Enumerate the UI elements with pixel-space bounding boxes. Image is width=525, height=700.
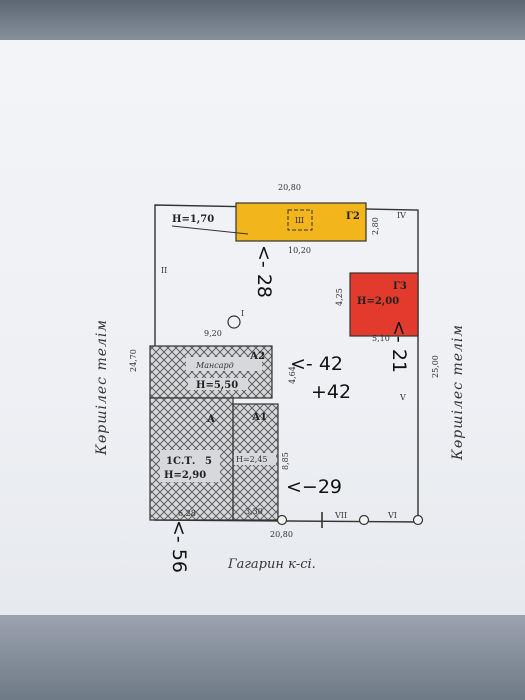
neighbor-left-label: Көршілес телім <box>94 319 110 456</box>
dim-920: 9,20 <box>204 329 222 338</box>
dim-bottom: 20,80 <box>270 530 293 539</box>
a-code: А <box>207 414 216 425</box>
dim-left: 24,70 <box>129 349 138 372</box>
marker-i: I <box>241 309 244 318</box>
well-marker <box>227 315 241 329</box>
dim-464: 4,64 <box>288 366 297 384</box>
a-label: 1С.Т. <box>166 456 195 467</box>
a-width: 6,28 <box>178 509 196 518</box>
marker-ii: II <box>161 266 167 275</box>
a2-height: H=5,50 <box>196 380 238 391</box>
annotation-plus42: +42 <box>311 381 351 403</box>
marker-iv: IV <box>397 211 406 220</box>
dim-top: 20,80 <box>278 183 301 192</box>
g2-depth: 2,80 <box>371 217 380 235</box>
g3-depth: 4,25 <box>335 288 344 306</box>
a-height: H=2,90 <box>164 470 206 481</box>
a2-code: А2 <box>250 351 265 362</box>
gate-post-1 <box>276 514 288 526</box>
annotation-28: <- 28 <box>253 245 275 298</box>
photo-background-top <box>0 0 525 44</box>
a2-label-bg <box>186 357 262 371</box>
annotation-21: <- 21 <box>388 320 410 373</box>
a1-height-bg <box>234 453 276 465</box>
a1-code: А1 <box>252 412 267 423</box>
corner-post <box>412 514 424 526</box>
building-g3 <box>349 272 419 337</box>
g2-height: H=1,70 <box>172 214 214 225</box>
marker-vi: VI <box>387 511 397 520</box>
a-label-bg <box>160 450 220 482</box>
g2-code: Г2 <box>346 211 360 222</box>
annotation-42: <- 42 <box>290 353 343 375</box>
a1-width: 3,30 <box>245 507 263 516</box>
g2-inner-marker <box>287 209 313 231</box>
g2-inner-label: Ш <box>295 216 304 225</box>
marker-v: V <box>399 393 406 402</box>
neighbor-right-label: Көршілес телім <box>450 324 466 461</box>
gate-post-2 <box>358 514 370 526</box>
a-floors: 5 <box>205 456 212 467</box>
dim-right: 25,00 <box>431 355 440 378</box>
a2-label: Мансард <box>195 361 234 370</box>
annotation-56: <- 56 <box>168 520 190 573</box>
g2-height-leader <box>171 225 249 235</box>
street-label: Гагарин к-сі. <box>227 557 316 572</box>
g3-code: Г3 <box>393 281 407 292</box>
g3-width: 5,10 <box>372 334 390 343</box>
photo-background-bottom <box>0 615 525 700</box>
a1-depth: 8,85 <box>281 452 290 470</box>
a2-height-bg <box>188 378 248 390</box>
g3-height: H=2,00 <box>357 296 399 307</box>
paper-sheet <box>0 40 525 620</box>
annotation-29: <−29 <box>286 476 342 498</box>
g2-width: 10,20 <box>288 246 311 255</box>
a1-height: H=2,45 <box>236 455 268 464</box>
marker-vii: VII <box>334 511 347 520</box>
building-g2 <box>235 202 367 242</box>
